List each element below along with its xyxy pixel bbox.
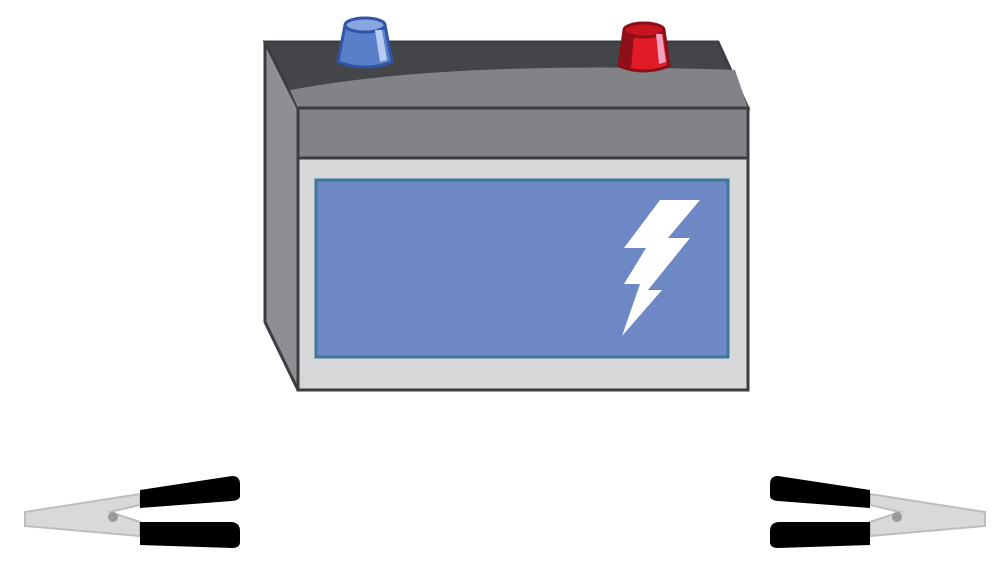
lightning-bolt-icon [622,200,700,336]
battery [262,40,751,392]
battery-lid-highlight [290,67,748,108]
battery-lid-front [296,106,750,160]
negative-terminal [336,16,394,69]
positive-terminal [617,21,671,73]
